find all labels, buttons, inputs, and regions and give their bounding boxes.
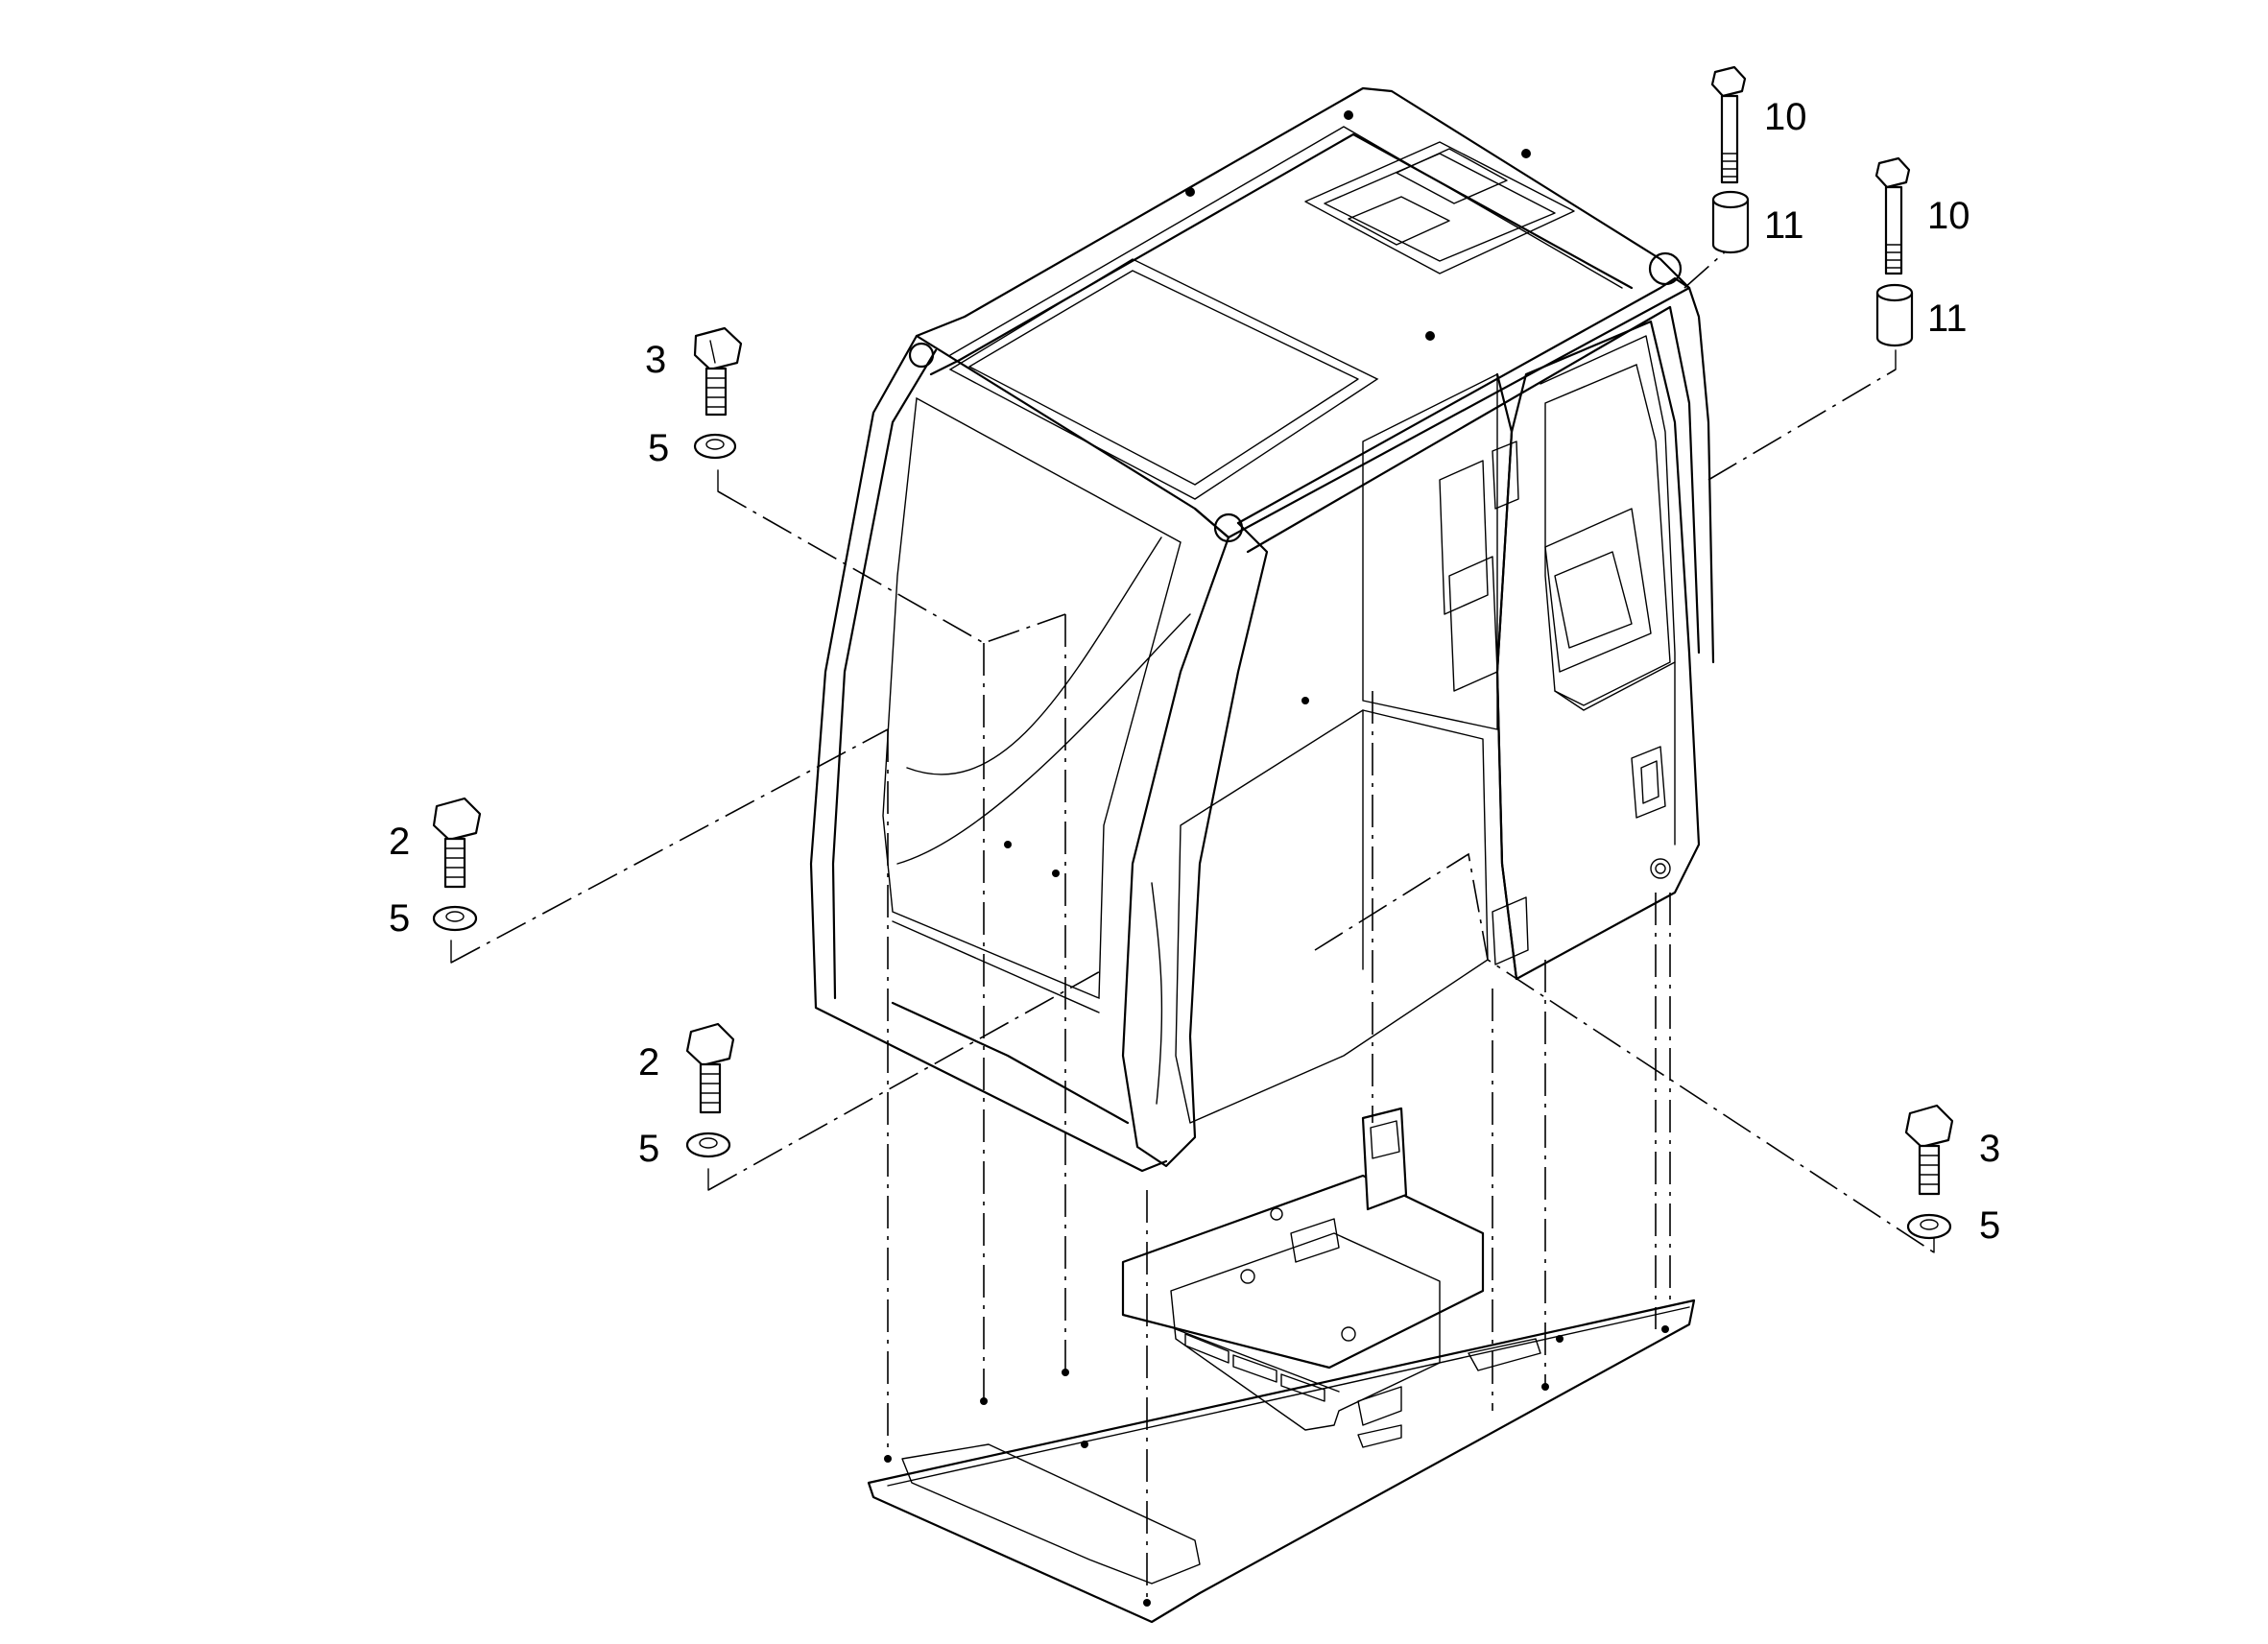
callout-2-bottom-left: 2 [638, 1041, 659, 1084]
callout-5-top-left: 5 [648, 427, 669, 469]
long-bolt-10-right [1874, 156, 1911, 275]
spacer-11-right [1875, 283, 1914, 347]
assembly-lines [450, 229, 1935, 1603]
washer-5-left [432, 905, 478, 932]
spacer-11-top [1711, 190, 1750, 254]
bolt-3-bottom-right [1904, 1104, 1954, 1196]
washer-5-top-left [693, 433, 737, 460]
callout-3-bottom-right: 3 [1979, 1128, 2000, 1170]
callout-10-top: 10 [1764, 96, 1807, 138]
bolt-3-top-left [693, 326, 743, 417]
washer-5-bottom-right [1906, 1213, 1952, 1240]
bolt-2-left [432, 797, 482, 889]
callout-10-right: 10 [1927, 195, 1970, 237]
washer-5-bottom-left [685, 1132, 731, 1158]
bolt-2-bottom-left [685, 1022, 735, 1114]
callout-2-left: 2 [389, 821, 410, 863]
callout-5-left: 5 [389, 897, 410, 940]
long-bolt-10-top [1710, 65, 1747, 184]
callout-11-top: 11 [1764, 204, 1804, 247]
callout-5-bottom-left: 5 [638, 1128, 659, 1170]
callout-11-right: 11 [1927, 298, 1968, 340]
operator-cab [809, 86, 1715, 1173]
callout-5-bottom-right: 5 [1979, 1204, 2000, 1247]
callout-3-top-left: 3 [645, 339, 666, 381]
controller-box [1121, 1107, 1485, 1431]
callout-labels: 3 5 2 5 2 5 10 11 10 11 3 5 [389, 96, 2000, 1247]
